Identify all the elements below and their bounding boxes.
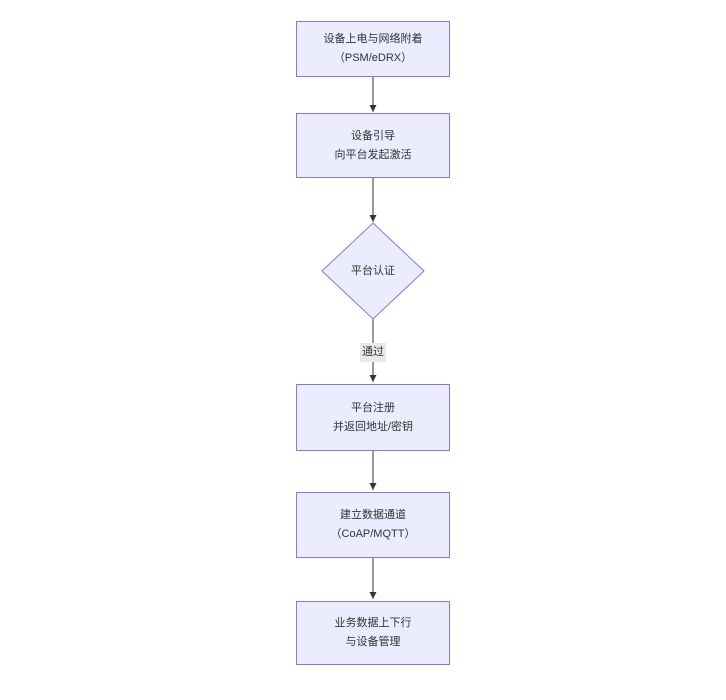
- node-business-line2: 与设备管理: [345, 636, 401, 648]
- node-power-on-line2: （PSM/eDRX）: [333, 52, 413, 64]
- node-bootstrap: 设备引导 向平台发起激活: [296, 113, 450, 178]
- node-bootstrap-line2: 向平台发起激活: [334, 148, 412, 161]
- node-bootstrap-line1: 设备引导: [351, 129, 395, 142]
- node-power-on: 设备上电与网络附着 （PSM/eDRX）: [296, 21, 450, 77]
- node-power-on-line1: 设备上电与网络附着: [323, 33, 423, 45]
- node-channel-line2: （CoAP/MQTT）: [330, 528, 416, 540]
- node-business-line1: 业务数据上下行: [334, 617, 412, 629]
- decision-diamond-shape: [321, 222, 425, 320]
- node-register: 平台注册 并返回地址/密钥: [296, 384, 450, 451]
- node-business: 业务数据上下行 与设备管理: [296, 601, 450, 665]
- node-channel-line1: 建立数据通道: [340, 509, 406, 521]
- edge-label-pass: 通过: [360, 343, 386, 362]
- node-channel: 建立数据通道 （CoAP/MQTT）: [296, 492, 450, 558]
- node-register-line2: 并返回地址/密钥: [332, 420, 414, 433]
- node-register-line1: 平台注册: [351, 401, 395, 414]
